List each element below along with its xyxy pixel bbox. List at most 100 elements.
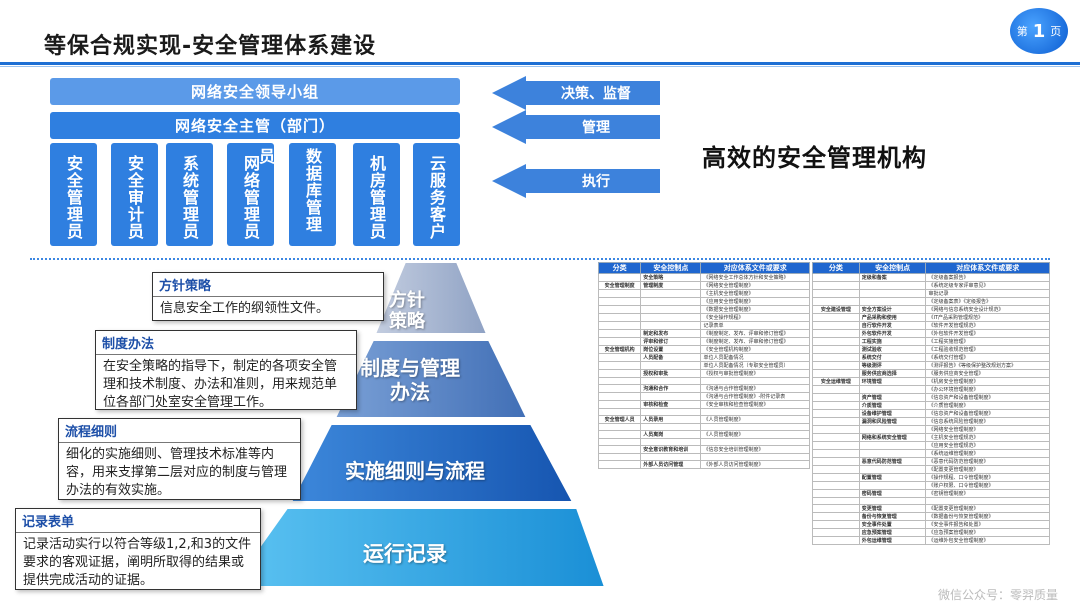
table-cell-category <box>597 353 642 362</box>
table-cell-category: 安全建设管理 <box>812 305 860 314</box>
table-cell-category <box>812 385 860 394</box>
table-cell-category: 安全管理机构 <box>597 345 642 354</box>
table-cell-category <box>812 481 860 490</box>
table-cell-document: 《软件开发管理规范》 <box>925 321 1050 330</box>
document-pyramid <box>229 262 607 588</box>
table-row: 安全管理制度管理制度《网络安全管理制度》 <box>597 281 810 290</box>
table-cell-category <box>597 361 642 370</box>
header-divider-thin <box>0 66 1080 67</box>
table-row: 《定级备案表》《定级报告》 <box>812 297 1050 306</box>
table-cell-control: 自行软件开发 <box>858 321 927 330</box>
callout-record: 记录表单 记录活动实行以符合等级1,2,和3的文件要求的客观证据，阐明所取得的结… <box>15 508 261 590</box>
table-row: 《数据安全管理制度》 <box>597 305 810 314</box>
table-cell-control: 沟通和合作 <box>640 384 702 393</box>
pyramid-level-process <box>289 423 575 503</box>
callout-title: 方针策略 <box>153 273 383 297</box>
table-cell-control <box>858 297 927 306</box>
table-cell-category <box>597 384 642 393</box>
table-cell-control <box>640 297 702 306</box>
table-cell-control <box>858 289 927 298</box>
table-cell-document: 《网络与信息系统安全设计规范》 <box>925 305 1050 314</box>
table-cell-document: 《信息资产和设备管理制度》 <box>925 409 1050 418</box>
table-cell-category <box>812 369 860 378</box>
table-row: 评审和修订《制度制定、发布、评审和修订管理》 <box>597 337 810 346</box>
table-cell-document: 《测评报告》《等级保护整改规划方案》 <box>925 361 1050 370</box>
table-header: 安全控制点 <box>640 262 702 274</box>
table-cell-document: 《服务供应商安全管理》 <box>925 369 1050 378</box>
table-cell-document: 《定级备案表》《定级报告》 <box>925 297 1050 306</box>
table-row: 沟通和合作《沟通与合作管理制度》 <box>597 384 810 393</box>
table-cell-category <box>597 438 642 446</box>
table-cell-document: 《配置变更管理制度》 <box>925 465 1050 474</box>
table-row: 《账户权限、口令管理制度》 <box>812 481 1050 490</box>
table-cell-document <box>700 453 810 461</box>
table-cell-document: 《账户权限、口令管理制度》 <box>925 481 1050 490</box>
table-cell-document: 《工程实施管理》 <box>925 337 1050 346</box>
table-cell-category <box>597 329 642 338</box>
table-cell-category <box>597 377 642 385</box>
table-row: 工程实施《工程实施管理》 <box>812 337 1050 346</box>
callout-title: 记录表单 <box>16 509 260 533</box>
table-cell-document: 《人员管理制度》 <box>700 415 810 424</box>
table-cell-category <box>597 453 642 461</box>
table-header: 分类 <box>597 262 642 274</box>
table-cell-category <box>812 321 860 330</box>
table-row <box>812 497 1050 505</box>
table-cell-category <box>812 417 860 426</box>
table-cell-document: 记录表单 <box>700 321 810 330</box>
arrow-execution: 执行 <box>492 164 660 198</box>
table-cell-category <box>812 520 860 529</box>
table-cell-category <box>812 361 860 370</box>
table-row: 设备维护管理《信息资产和设备管理制度》 <box>812 409 1050 418</box>
table-cell-category <box>812 401 860 410</box>
leadership-group-bar: 网络安全领导小组 <box>50 78 460 105</box>
table-row: 审核和检查《安全审核和检查管理制度》 <box>597 400 810 409</box>
table-cell-category <box>812 393 860 402</box>
table-row: 服务供应商选择《服务供应商安全管理》 <box>812 369 1050 378</box>
table-cell-control <box>640 438 702 446</box>
control-mapping-table-right: 分类 安全控制点 对应体系文件或要求 定级和备案《定级备案报告》《系统定级专家评… <box>812 262 1050 545</box>
table-row: 应急预案管理《应急预案管理制度》 <box>812 528 1050 537</box>
table-row <box>597 377 810 385</box>
table-cell-control <box>858 481 927 490</box>
table-cell-category <box>812 433 860 442</box>
table-cell-category <box>597 430 642 439</box>
header-divider <box>0 62 1080 65</box>
table-cell-document: 《安全操作规程》 <box>700 313 810 322</box>
table-cell-document: 《应用安全管理规范》 <box>925 441 1050 450</box>
table-cell-control: 漏洞和风险管理 <box>858 417 927 426</box>
table-cell-category <box>812 465 860 474</box>
table-cell-control: 应急预案管理 <box>858 528 927 537</box>
dept-cloud-customer: 云服务客户 <box>413 143 460 246</box>
table-cell-category <box>812 504 860 513</box>
callout-regulation: 制度办法 在安全策略的指导下，制定的各项安全管理和技术制度、办法和准则，用来规范… <box>95 330 357 410</box>
table-cell-control: 系统交付 <box>858 353 927 362</box>
dept-datacenter-admin: 机房管理员 <box>353 143 400 246</box>
table-row: 产品采购和使用《IT产品采购管理规范》 <box>812 313 1050 322</box>
table-cell-document <box>700 423 810 431</box>
table-cell-document: 《IT产品采购管理规范》 <box>925 313 1050 322</box>
table-cell-control: 网络和系统安全管理 <box>858 433 927 442</box>
table-cell-document: 《信息系统风险管理制度》 <box>925 417 1050 426</box>
table-cell-category <box>597 392 642 401</box>
table-cell-category <box>597 313 642 322</box>
table-cell-category <box>597 289 642 298</box>
pyramid-label-regulation: 制度与管理办法 <box>360 356 460 404</box>
arrow-label: 执行 <box>582 174 610 190</box>
table-cell-category <box>812 409 860 418</box>
table-cell-control: 变更管理 <box>858 504 927 513</box>
table-row: 《沟通与合作管理制度》-附件记录表 <box>597 392 810 401</box>
table-row: 资产管理《信息资产和设备管理制度》 <box>812 393 1050 402</box>
dept-database-admin: 数据库管理员 <box>256 143 336 246</box>
table-cell-control <box>640 423 702 431</box>
table-cell-document: 《网络安全管理制度》 <box>925 425 1050 434</box>
table-cell-category <box>812 536 860 545</box>
table-cell-document: 《沟通与合作管理制度》 <box>700 384 810 393</box>
left-arrow-icon <box>492 164 660 198</box>
page-number-badge: 第 1 页 <box>1010 8 1068 54</box>
table-row: 介质管理《介质管理制度》 <box>812 401 1050 410</box>
table-cell-control: 外部人员访问管理 <box>640 460 702 469</box>
table-cell-document: 《安全管理机构制度》 <box>700 345 810 354</box>
table-cell-document: 《操作规程、口令管理制度》 <box>925 473 1050 482</box>
table-row: 配置管理《操作规程、口令管理制度》 <box>812 473 1050 482</box>
